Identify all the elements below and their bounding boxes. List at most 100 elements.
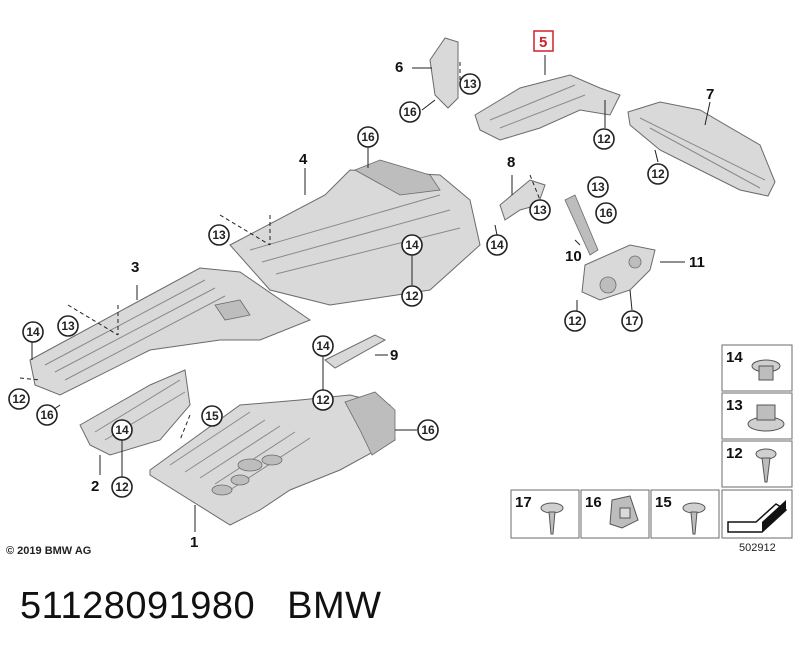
svg-text:16: 16: [403, 105, 417, 119]
part-4-panel[interactable]: [229, 159, 481, 306]
footer: 51128091980 BMW: [20, 585, 414, 628]
svg-text:12: 12: [651, 167, 665, 181]
callout-15: 15: [201, 405, 223, 427]
callout-12: 12: [593, 128, 615, 150]
part-label-6: 6: [395, 59, 403, 76]
svg-text:12: 12: [405, 289, 419, 303]
svg-text:12: 12: [115, 480, 129, 494]
callout-12: 12: [8, 388, 30, 410]
part-label-11: 11: [689, 254, 705, 271]
svg-text:14: 14: [490, 238, 504, 252]
screw-icon: [682, 502, 706, 535]
callout-12: 12: [647, 163, 669, 185]
part-labels: 1 2 3 4 5 6 7 8 9 10 11: [91, 30, 714, 551]
svg-text:12: 12: [597, 132, 611, 146]
part-label-5: 5: [539, 34, 547, 51]
part-label-7: 7: [706, 86, 714, 103]
brand-name: BMW: [287, 585, 382, 627]
callout-14: 14: [22, 321, 44, 343]
part-label-3: 3: [131, 259, 139, 276]
screw-washer-icon: [540, 502, 564, 535]
legend-item-12[interactable]: 12: [721, 440, 793, 488]
part-label-2: 2: [91, 478, 99, 495]
svg-text:14: 14: [26, 325, 40, 339]
svg-text:12: 12: [316, 393, 330, 407]
legend-item-15[interactable]: 15: [650, 489, 720, 539]
svg-text:13: 13: [463, 77, 477, 91]
screw-icon: [755, 448, 777, 483]
part-number: 51128091980: [20, 585, 256, 627]
svg-text:15: 15: [205, 409, 219, 423]
svg-text:17: 17: [625, 314, 639, 328]
svg-text:16: 16: [361, 130, 375, 144]
legend-item-17[interactable]: 17: [510, 489, 580, 539]
callout-13: 13: [208, 224, 230, 246]
callout-12: 12: [312, 389, 334, 411]
callout-14: 14: [401, 234, 423, 256]
flange-nut-icon: [751, 359, 781, 381]
svg-text:12: 12: [12, 392, 26, 406]
callout-16: 16: [399, 101, 421, 123]
part-3-panel[interactable]: [29, 267, 312, 396]
direction-arrow-icon: [727, 500, 788, 533]
part-label-4: 4: [299, 151, 308, 168]
part-2-panel[interactable]: [79, 369, 191, 456]
callout-12: 12: [111, 476, 133, 498]
highlight-box-5: [533, 30, 554, 52]
callout-13: 13: [529, 199, 551, 221]
part-label-8: 8: [507, 154, 515, 171]
callout-12: 12: [401, 285, 423, 307]
part-10-brace[interactable]: [564, 194, 599, 256]
callout-13: 13: [459, 73, 481, 95]
part-label-1: 1: [190, 534, 198, 551]
callout-13: 13: [57, 315, 79, 337]
svg-text:14: 14: [115, 423, 129, 437]
callout-16: 16: [595, 202, 617, 224]
svg-text:12: 12: [568, 314, 582, 328]
hardware-legend: 14 13 12 17: [510, 344, 793, 539]
svg-text:16: 16: [421, 423, 435, 437]
direction-arrow-box: [721, 489, 793, 539]
part-11-cover[interactable]: [581, 244, 656, 301]
legend-item-16[interactable]: 16: [580, 489, 650, 539]
svg-text:14: 14: [726, 349, 743, 366]
callout-16: 16: [417, 419, 439, 441]
svg-text:13: 13: [591, 180, 605, 194]
callout-14: 14: [486, 234, 508, 256]
svg-text:16: 16: [40, 408, 54, 422]
legend-item-14[interactable]: 14: [721, 344, 793, 392]
callout-14: 14: [312, 335, 334, 357]
svg-text:13: 13: [533, 203, 547, 217]
svg-text:17: 17: [515, 494, 532, 511]
svg-text:16: 16: [585, 494, 602, 511]
callout-14: 14: [111, 419, 133, 441]
part-9-strip[interactable]: [324, 334, 387, 369]
svg-text:14: 14: [405, 238, 419, 252]
part-7-panel[interactable]: [627, 101, 776, 197]
fastener-callouts: 16 13 12 12 16 13 14 13 16 13 14 12 12 1…: [8, 73, 669, 498]
callout-17: 17: [621, 310, 643, 332]
callout-16: 16: [357, 126, 379, 148]
part-6-bracket[interactable]: [429, 37, 459, 109]
leader-lines: [19, 55, 711, 532]
part-5-panel[interactable]: [474, 74, 621, 141]
callout-13: 13: [587, 176, 609, 198]
svg-text:15: 15: [655, 494, 672, 511]
diagram-number: 502912: [739, 542, 776, 554]
part-label-9: 9: [390, 347, 398, 364]
legend-item-13[interactable]: 13: [721, 392, 793, 440]
callout-12: 12: [564, 310, 586, 332]
svg-text:13: 13: [726, 397, 743, 414]
hex-nut-icon: [747, 404, 785, 432]
part-label-10: 10: [565, 248, 582, 265]
svg-text:16: 16: [599, 206, 613, 220]
svg-text:13: 13: [212, 228, 226, 242]
svg-text:12: 12: [726, 445, 743, 462]
svg-text:13: 13: [61, 319, 75, 333]
svg-text:14: 14: [316, 339, 330, 353]
callout-16: 16: [36, 404, 58, 426]
clip-nut-icon: [609, 495, 639, 529]
copyright-text: © 2019 BMW AG: [6, 545, 91, 557]
part-1-panel[interactable]: [149, 391, 396, 526]
